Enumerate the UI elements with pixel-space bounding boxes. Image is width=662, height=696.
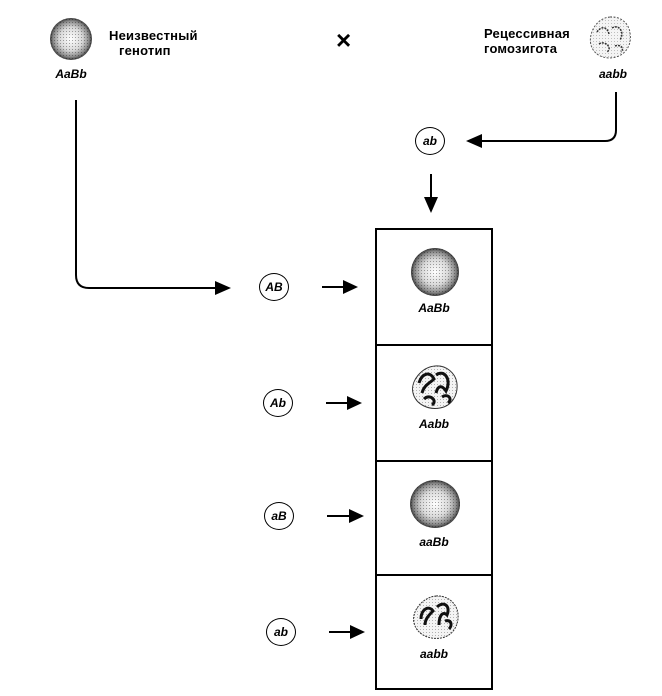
arrowhead bbox=[350, 625, 365, 639]
arrowhead bbox=[347, 396, 362, 410]
parent-recessive-genotype: aabb bbox=[598, 67, 627, 81]
arrowhead bbox=[466, 134, 482, 148]
offspring-box-3: aaBb bbox=[375, 460, 493, 576]
arrowhead bbox=[343, 280, 358, 294]
gamete-recessive: ab bbox=[415, 127, 445, 155]
gamete-2: Ab bbox=[263, 389, 293, 417]
arrowhead bbox=[349, 509, 364, 523]
offspring-box-2: Aabb bbox=[375, 344, 493, 462]
smooth-seed-icon bbox=[411, 248, 459, 296]
arrowhead bbox=[215, 281, 231, 295]
offspring-genotype: AaBb bbox=[418, 301, 450, 315]
parent-recessive-label-line1: Рецессивная bbox=[484, 26, 570, 41]
parent-unknown-label-line1: Неизвестный bbox=[109, 28, 198, 43]
offspring-genotype: Aabb bbox=[419, 417, 449, 431]
gamete-1: AB bbox=[259, 273, 289, 301]
offspring-box-4: aabb bbox=[375, 574, 493, 690]
cross-symbol: × bbox=[336, 25, 352, 55]
smooth-seed-icon bbox=[410, 480, 460, 528]
wrinkled-seed-icon bbox=[412, 365, 458, 409]
offspring-genotype: aaBb bbox=[419, 535, 449, 549]
parent-recessive-label-line2: гомозигота bbox=[484, 41, 558, 56]
parent-unknown-genotype: AaBb bbox=[55, 67, 87, 81]
arrowhead bbox=[424, 197, 438, 213]
wrinkled-seed-icon bbox=[413, 595, 459, 639]
parent-unknown-label-line2: генотип bbox=[119, 43, 171, 58]
smooth-seed-icon bbox=[50, 18, 92, 60]
wrinkled-seed-icon bbox=[589, 16, 631, 59]
offspring-box-1: AaBb bbox=[375, 228, 493, 346]
gamete-3: aB bbox=[264, 502, 294, 530]
arrow-recessive-to-gamete bbox=[482, 92, 617, 142]
arrow-unknown-to-gametes bbox=[75, 100, 215, 289]
offspring-genotype: aabb bbox=[419, 647, 448, 661]
gamete-4: ab bbox=[266, 618, 296, 646]
